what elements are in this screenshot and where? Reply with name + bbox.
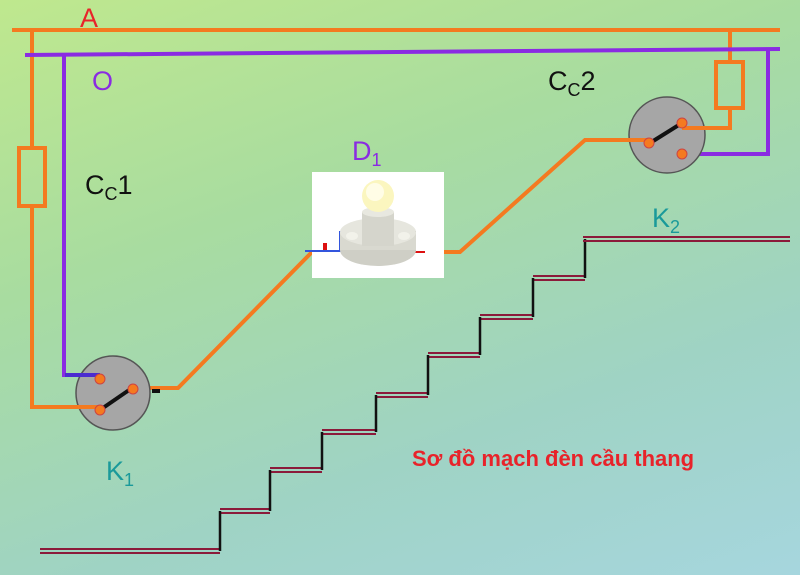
fuse-cc1 [17,146,47,208]
staircase [40,236,790,554]
label-switch-k2: K2 [652,203,681,237]
lamp-d1 [305,172,444,278]
label-fuse-cc1: CC1 [85,170,133,204]
switch-k2[interactable] [620,96,730,174]
diagram-title: Sơ đồ mạch đèn cầu thang [412,446,695,471]
switch-k1[interactable] [65,355,160,431]
label-lamp-d1: D1 [352,136,382,170]
label-switch-k1: K1 [106,456,135,490]
fuse-cc2 [714,60,745,110]
label-neutral-o: O [92,66,114,96]
label-phase-a: A [80,3,99,33]
label-fuse-cc2: CC2 [548,66,596,100]
